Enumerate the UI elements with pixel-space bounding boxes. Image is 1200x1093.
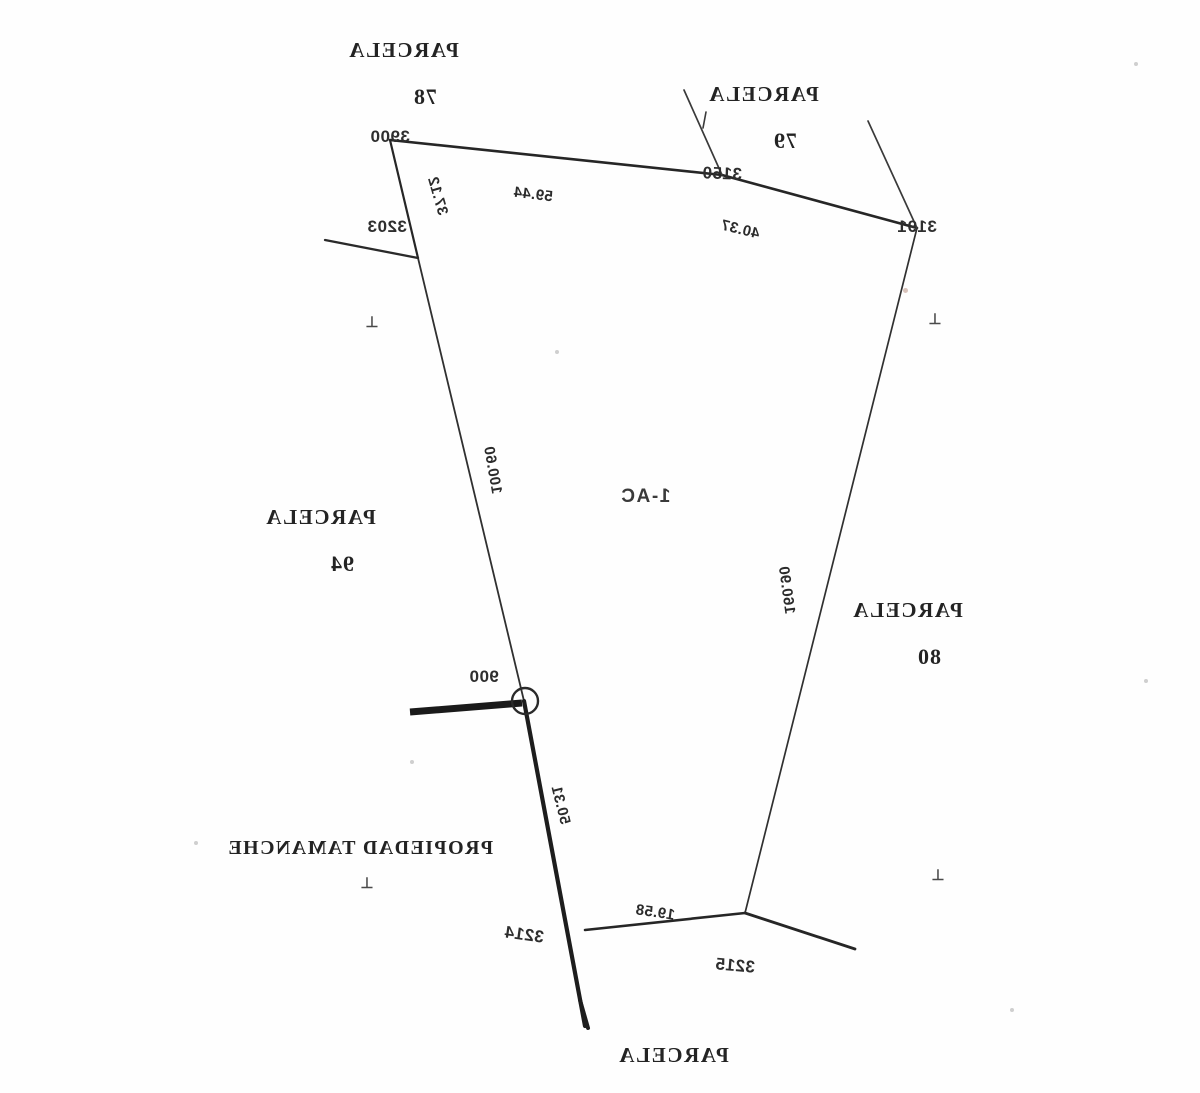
parcel-boundary-north-west	[720, 173, 919, 230]
station-900-spur	[409, 699, 523, 716]
parcel-label-94-name: PARCELA	[264, 504, 376, 529]
parcel-label-94-number: 94	[330, 551, 354, 577]
parcel-boundary-west	[744, 227, 918, 914]
neighbor-line-3203-east	[323, 238, 420, 260]
neighbor-line-3150-north	[683, 89, 723, 176]
parcel-label-78-name: PARCELA	[347, 37, 459, 62]
neighbor-line-3215-west	[743, 911, 857, 951]
benchmark-symbol-se: ⊥	[360, 875, 374, 892]
vertex-label-900: 900	[469, 667, 499, 686]
parcel-label-80-name: PARCELA	[851, 597, 963, 622]
neighbor-line-3191-north	[867, 120, 918, 229]
vertex-label-3900: 3900	[370, 127, 410, 146]
parcel-boundary-south	[583, 911, 747, 932]
tick-mark-north	[702, 111, 707, 129]
vertex-label-3150: 3150	[701, 163, 743, 184]
parcel-label-78-number: 78	[413, 84, 437, 110]
benchmark-symbol-ne: ⊥	[365, 314, 379, 331]
parcel-boundary-east-upper	[417, 257, 525, 702]
scan-speck	[903, 288, 908, 293]
benchmark-symbol-nw: ⊥	[928, 311, 942, 328]
vertex-label-3203: 3203	[367, 217, 407, 236]
parcel-label-80: PARCELA 80	[851, 576, 1004, 714]
station-circle-900	[510, 686, 540, 716]
parcel-boundary-east-lower	[521, 698, 588, 1029]
scan-speck	[555, 350, 559, 354]
scan-speck	[1134, 62, 1138, 66]
parcel-label-79-name: PARCELA	[707, 81, 819, 106]
boundary-tail-south	[578, 998, 590, 1030]
scan-speck	[194, 841, 198, 845]
benchmark-symbol-sw: ⊥	[931, 867, 945, 884]
parcel-label-95-name: PARCELA	[617, 1042, 729, 1067]
scan-speck	[410, 760, 414, 764]
property-label-tamanche: PROPIEDAD TAMANCHE	[226, 837, 494, 859]
parcel-label-80-number: 80	[917, 644, 941, 670]
vertex-label-3191: 3191	[897, 217, 937, 236]
scan-speck	[1010, 1008, 1014, 1012]
parcel-label-95: PARCELA 95	[617, 1021, 770, 1093]
area-label: 1-AC	[619, 486, 671, 507]
parcel-label-94: PARCELA 94	[264, 483, 417, 621]
parcel-label-79-number: 79	[773, 128, 797, 154]
parcel-boundary-north-east	[388, 138, 420, 260]
scan-speck	[1144, 679, 1148, 683]
parcel-boundary-north	[388, 138, 724, 177]
